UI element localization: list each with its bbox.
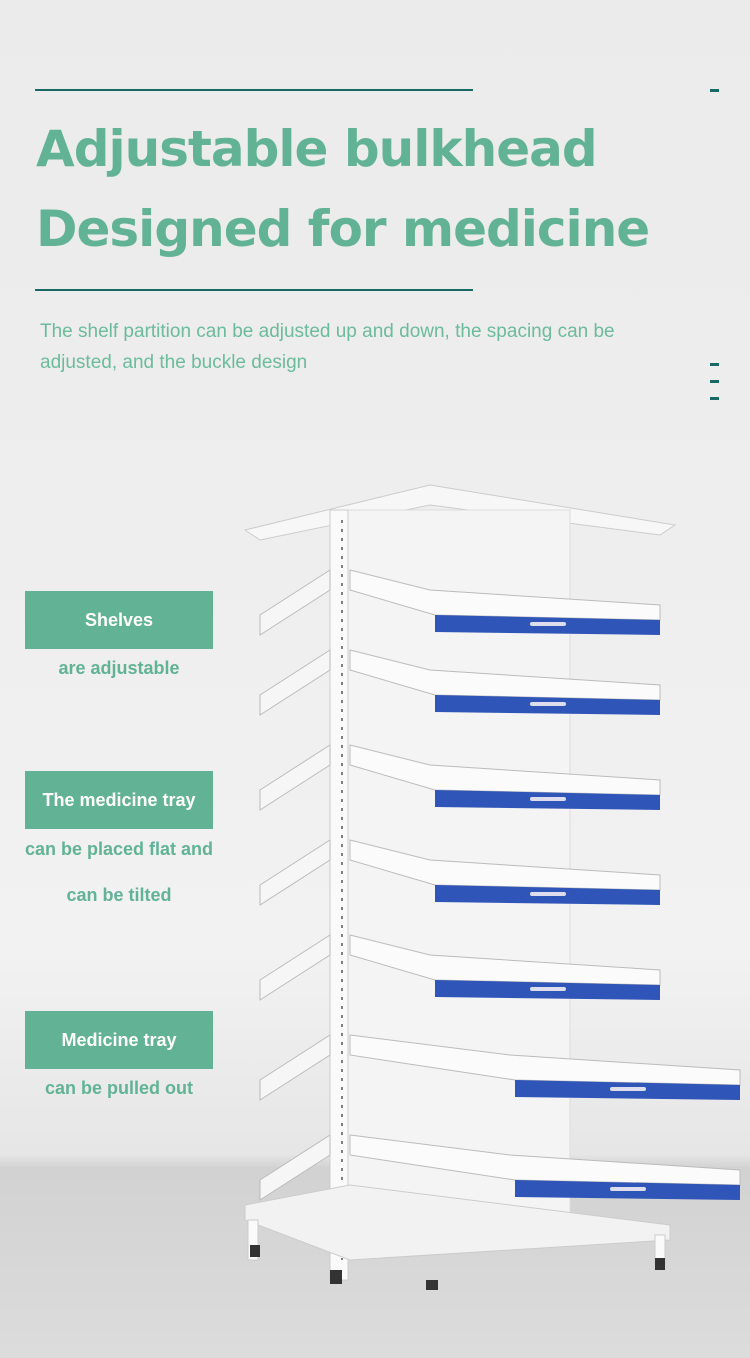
- title-line-2: Designed for medicine: [36, 200, 650, 258]
- left-shelf: [259, 839, 331, 906]
- tray-handle-icon: [530, 987, 566, 991]
- bottom-rule: [35, 289, 473, 291]
- decor-dash: [710, 363, 719, 366]
- title-line-1: Adjustable bulkhead: [36, 120, 598, 178]
- feature-caption: can be placed flat and: [24, 839, 214, 859]
- decor-dash: [710, 380, 719, 383]
- base: [244, 1184, 671, 1261]
- left-shelf: [259, 744, 331, 811]
- pharmacy-shelf-image: [243, 484, 741, 1290]
- decor-dash: [710, 397, 719, 400]
- subtitle: The shelf partition can be adjusted up a…: [40, 321, 615, 373]
- center-post: [329, 509, 349, 1281]
- feature-caption: can be pulled out: [44, 1078, 193, 1098]
- tray-handle-icon: [530, 622, 566, 626]
- decor-dash: [710, 89, 719, 92]
- tray-handle-icon: [530, 892, 566, 896]
- tray-handle-icon: [530, 702, 566, 706]
- feature-label-tray-tilt: The medicine tray: [25, 771, 213, 829]
- left-shelf: [259, 934, 331, 1001]
- feature-label-tray-pull: Medicine tray: [25, 1011, 213, 1069]
- top-rule: [35, 89, 473, 91]
- tray-handle-icon: [610, 1087, 646, 1091]
- feature-caption: are adjustable: [58, 658, 180, 678]
- left-shelf: [259, 569, 331, 636]
- tray-handle-icon: [610, 1187, 646, 1191]
- feature-caption: can be tilted: [66, 885, 172, 905]
- left-shelf: [259, 1034, 331, 1101]
- tray-handle-icon: [530, 797, 566, 801]
- left-shelf: [259, 1134, 331, 1201]
- feature-label-shelves: Shelves: [25, 591, 213, 649]
- left-shelf: [259, 649, 331, 716]
